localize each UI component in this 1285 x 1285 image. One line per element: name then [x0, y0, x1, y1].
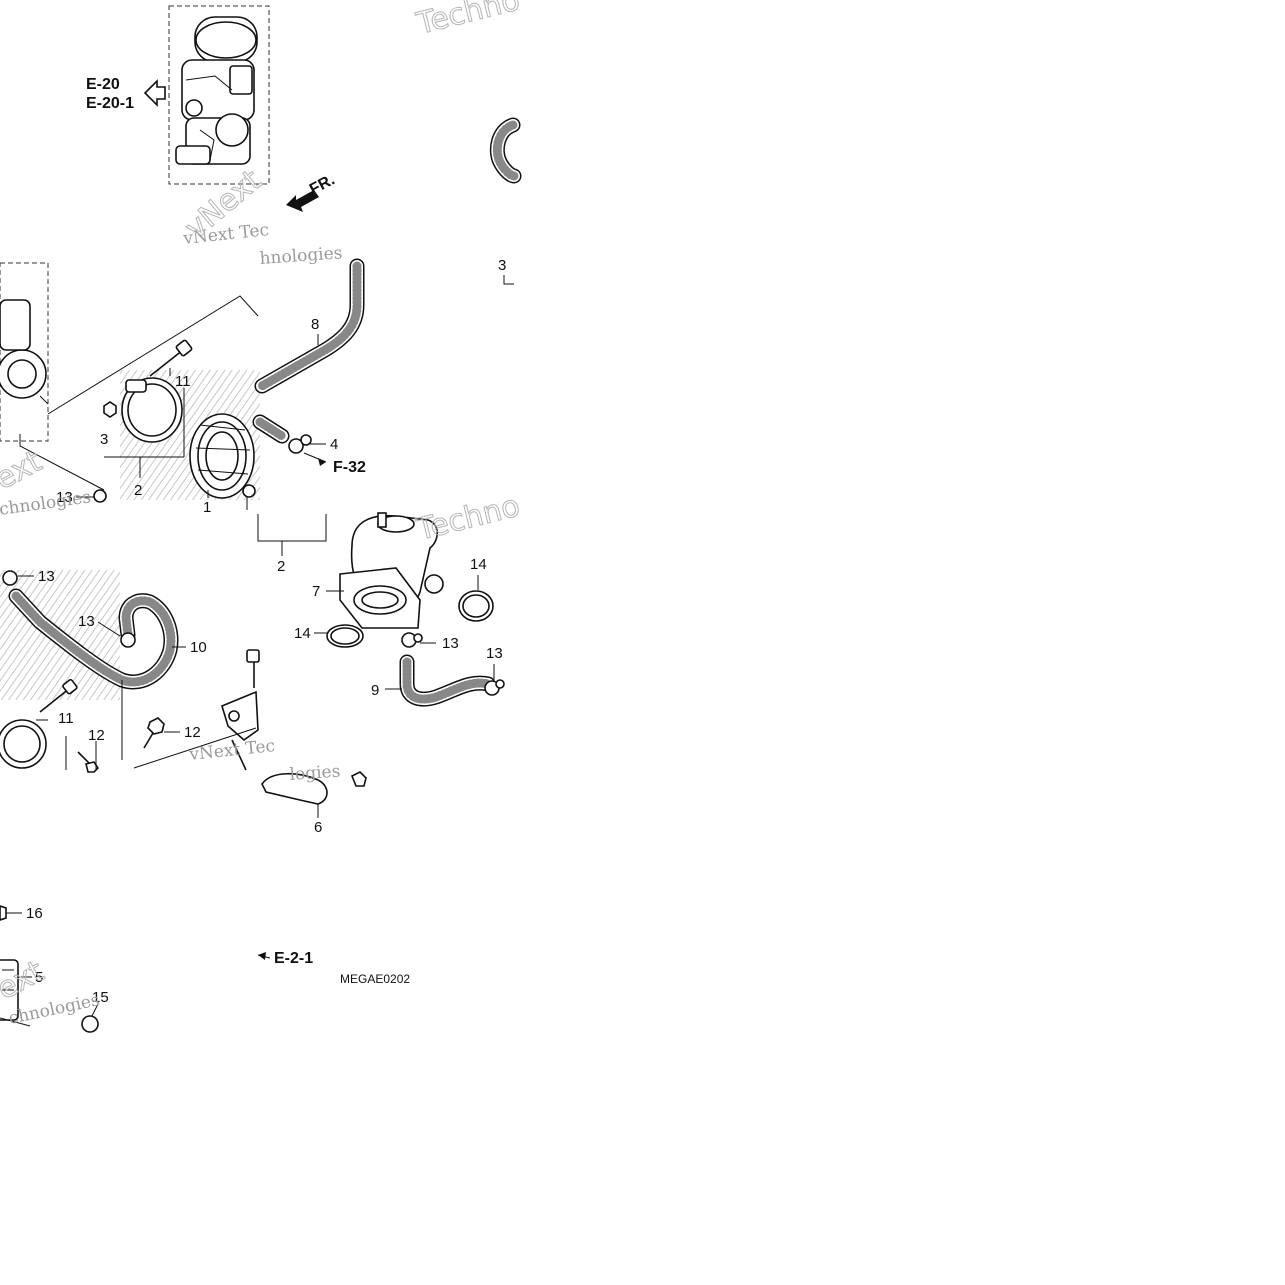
- bolt-12-mid: [143, 717, 165, 749]
- hose-9: [399, 654, 496, 707]
- tile-manifold: 2 7 14 14 13 13 9 13 13 10 11 12 12 6 Te…: [0, 162, 524, 836]
- leader-lines-lower: [36, 680, 257, 770]
- tile-intake-assembly: 8 11 3 4 F-32 2 1 13 3 ext chnologies: [0, 257, 514, 520]
- callout-11b: 11: [58, 710, 74, 727]
- callout-14b: 14: [294, 625, 311, 642]
- callout-2b: 2: [277, 558, 285, 575]
- callout-11: 11: [175, 373, 191, 390]
- callout-7: 7: [312, 583, 320, 600]
- watermark-logies-2: logies: [289, 761, 341, 784]
- callout-12b: 12: [88, 727, 105, 744]
- callout-13d: 13: [38, 568, 55, 585]
- throttle-body-illustration: [0, 299, 49, 405]
- callout-1: 1: [203, 499, 211, 516]
- insulator-1: [189, 413, 255, 499]
- callout-4: 4: [330, 436, 338, 453]
- leader-frame: [47, 295, 259, 415]
- callout-10: 10: [190, 639, 207, 656]
- figure-code: MEGAE0202: [340, 972, 410, 986]
- callout-12: 12: [184, 724, 201, 741]
- carburetor-illustration: [175, 16, 258, 165]
- watermark-vnext-2: vNext Tec: [187, 736, 276, 765]
- callout-9: 9: [371, 682, 379, 699]
- callout-3b: 3: [498, 257, 506, 274]
- clip-15: [81, 1015, 99, 1033]
- hose-8: [254, 258, 365, 394]
- clip-13-mid: [401, 632, 423, 648]
- callout-14: 14: [470, 556, 487, 573]
- hose-short-4: [252, 414, 290, 444]
- callout-6: 6: [314, 819, 322, 836]
- tile-carburetor-top: E-20 E-20-1 Techno FR. vNext Tec hnologi…: [86, 0, 524, 269]
- hose-10: [8, 588, 179, 690]
- hose-fragment-top-right: [489, 117, 522, 184]
- watermark-ext-1: ext: [0, 444, 48, 497]
- joint-7: [339, 512, 444, 629]
- band-clamp-lower: [0, 719, 47, 769]
- clip-13-top: [93, 489, 107, 503]
- o-ring-14-right: [458, 590, 494, 622]
- callout-15: 15: [92, 989, 109, 1006]
- watermark-techno-2: Techno: [412, 489, 523, 548]
- bolt-16: [0, 905, 7, 921]
- ref-e20-1: E-20-1: [86, 95, 134, 112]
- clip-edge: [242, 484, 256, 498]
- callout-3: 3: [100, 431, 108, 448]
- clip-4: [288, 434, 312, 454]
- callout-8: 8: [311, 316, 319, 333]
- tile-lower: 16 5 15 E-2-1 MEGAE0202 ext chnologies: [0, 905, 410, 1033]
- ref-e2-1-arrow: [257, 952, 271, 960]
- ref-f32: F-32: [333, 459, 366, 476]
- callout-13c: 13: [486, 645, 503, 662]
- callout-13b: 13: [442, 635, 459, 652]
- leader-2: [104, 388, 185, 478]
- nut-3: [103, 401, 117, 418]
- direction-arrow-fr: FR.: [286, 171, 338, 212]
- bolt-11: [149, 339, 193, 377]
- bracket-6: [221, 649, 367, 805]
- ref-e20-arrow: E-20 E-20-1: [86, 76, 166, 112]
- ref-e2-1: E-2-1: [274, 950, 313, 967]
- callout-5: 5: [35, 969, 43, 986]
- watermark-top: Techno: [412, 0, 523, 42]
- watermark-logies-1: hnologies: [259, 243, 343, 269]
- callout-13e: 13: [78, 613, 95, 630]
- throttle-dashed-frame: [0, 262, 49, 442]
- callout-16: 16: [26, 905, 43, 922]
- bolt-11-lower: [39, 678, 78, 713]
- carburetor-dashed-frame: [168, 5, 270, 185]
- o-ring-14-left: [326, 624, 364, 648]
- bolt-12-lower: [77, 751, 100, 773]
- band-clamp-2: [121, 377, 183, 443]
- clip-13-right: [484, 679, 505, 696]
- ref-e20: E-20: [86, 76, 120, 93]
- clip-13-left: [2, 570, 136, 648]
- callout-13: 13: [56, 489, 73, 506]
- callout-2: 2: [134, 482, 142, 499]
- leader-throttle: [19, 434, 105, 491]
